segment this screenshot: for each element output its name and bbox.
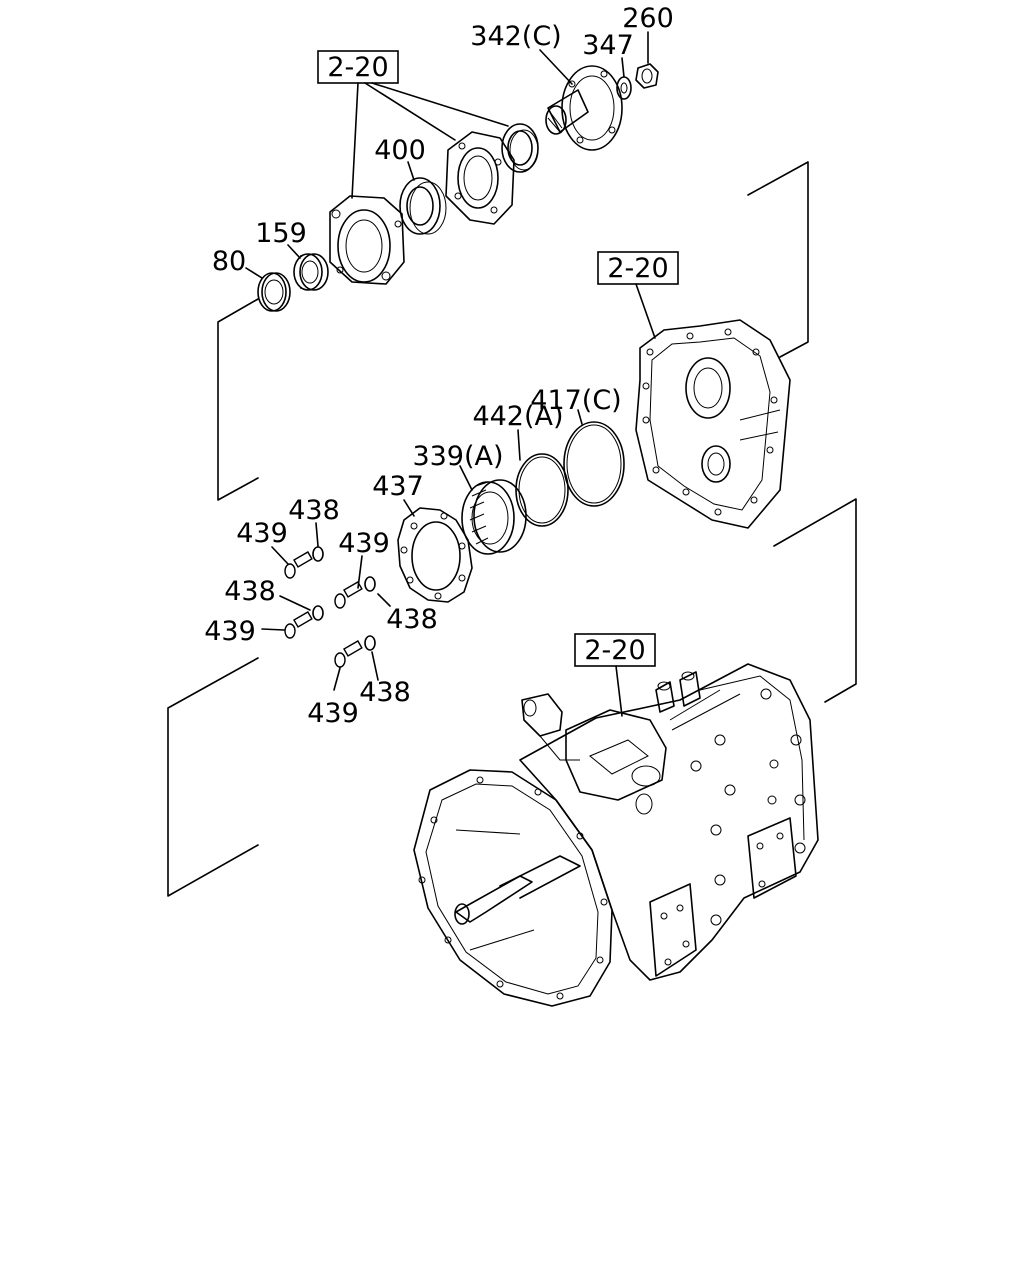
bolt-439-c[interactable]	[284, 611, 313, 639]
label-437: 437	[372, 471, 424, 502]
ref-box-middle-leader	[635, 283, 656, 339]
oil-seal[interactable]	[501, 123, 539, 173]
washer-438-c[interactable]	[312, 605, 324, 621]
label-439-c: 439	[204, 616, 256, 647]
label-400: 400	[374, 135, 426, 166]
retainer-housing[interactable]	[329, 195, 405, 285]
label-438-b: 438	[386, 604, 438, 635]
ref-box-bottom-leader	[615, 665, 623, 717]
label-80: 80	[212, 246, 246, 277]
label-438-a: 438	[288, 495, 340, 526]
bolt-439-b[interactable]	[334, 581, 363, 609]
race-339[interactable]	[461, 479, 527, 555]
ref-box-top[interactable]: 2-20	[317, 50, 399, 84]
flange-342[interactable]	[545, 65, 623, 151]
leader-438-d	[371, 651, 379, 681]
label-342: 342(C)	[470, 21, 561, 52]
leader-438-a	[315, 522, 319, 547]
label-159: 159	[255, 218, 307, 249]
ref-box-bottom[interactable]: 2-20	[574, 633, 656, 667]
label-260: 260	[622, 3, 674, 34]
ref-box-top-leaders	[351, 82, 509, 199]
bolt-439-d[interactable]	[334, 640, 363, 668]
leader-439-d	[333, 667, 341, 691]
washer-438-a[interactable]	[312, 546, 324, 562]
ref-box-top-label: 2-20	[327, 52, 388, 83]
leader-342	[539, 49, 573, 85]
leader-80	[245, 267, 263, 279]
ring-417[interactable]	[563, 421, 625, 507]
nut-260[interactable]	[635, 63, 659, 89]
label-438-d: 438	[359, 677, 411, 708]
leader-439-b	[357, 555, 363, 589]
guide-lines	[167, 161, 857, 897]
leader-439-c	[261, 628, 285, 631]
locknut-159[interactable]	[293, 253, 329, 291]
ref-box-middle-label: 2-20	[607, 253, 668, 284]
leader-437	[403, 499, 415, 517]
leader-347	[621, 57, 625, 78]
leader-159	[287, 244, 301, 259]
ref-box-bottom-label: 2-20	[584, 635, 645, 666]
bolt-439-a[interactable]	[284, 551, 313, 579]
plate-437[interactable]	[397, 507, 473, 603]
leader-438-b	[377, 593, 391, 607]
label-439-d: 439	[307, 698, 359, 729]
transmission-assembly[interactable]	[413, 663, 819, 1007]
leader-439-a	[271, 546, 289, 565]
label-439-b: 439	[338, 528, 390, 559]
ring-80[interactable]	[257, 272, 291, 312]
leader-417	[577, 409, 583, 425]
label-438-c: 438	[224, 576, 276, 607]
leader-339	[459, 465, 473, 491]
washer-438-d[interactable]	[364, 635, 376, 651]
label-439-a: 439	[236, 518, 288, 549]
ring-442[interactable]	[515, 453, 569, 527]
callout-labels: 260 342(C) 347 400 159 80 417(C) 442(A) …	[204, 3, 674, 729]
bearing-cover[interactable]	[445, 131, 515, 225]
label-339: 339(A)	[412, 441, 503, 472]
ref-box-middle[interactable]: 2-20	[597, 251, 679, 285]
bearing-400[interactable]	[399, 177, 447, 235]
label-347: 347	[582, 30, 634, 61]
washer-438-b[interactable]	[364, 576, 376, 592]
leader-400	[407, 161, 415, 181]
leader-438-c	[279, 595, 311, 611]
transmission-case-section[interactable]	[635, 319, 791, 529]
label-442: 442(A)	[472, 401, 563, 432]
label-417: 417(C)	[530, 385, 621, 416]
leader-442	[517, 429, 521, 461]
